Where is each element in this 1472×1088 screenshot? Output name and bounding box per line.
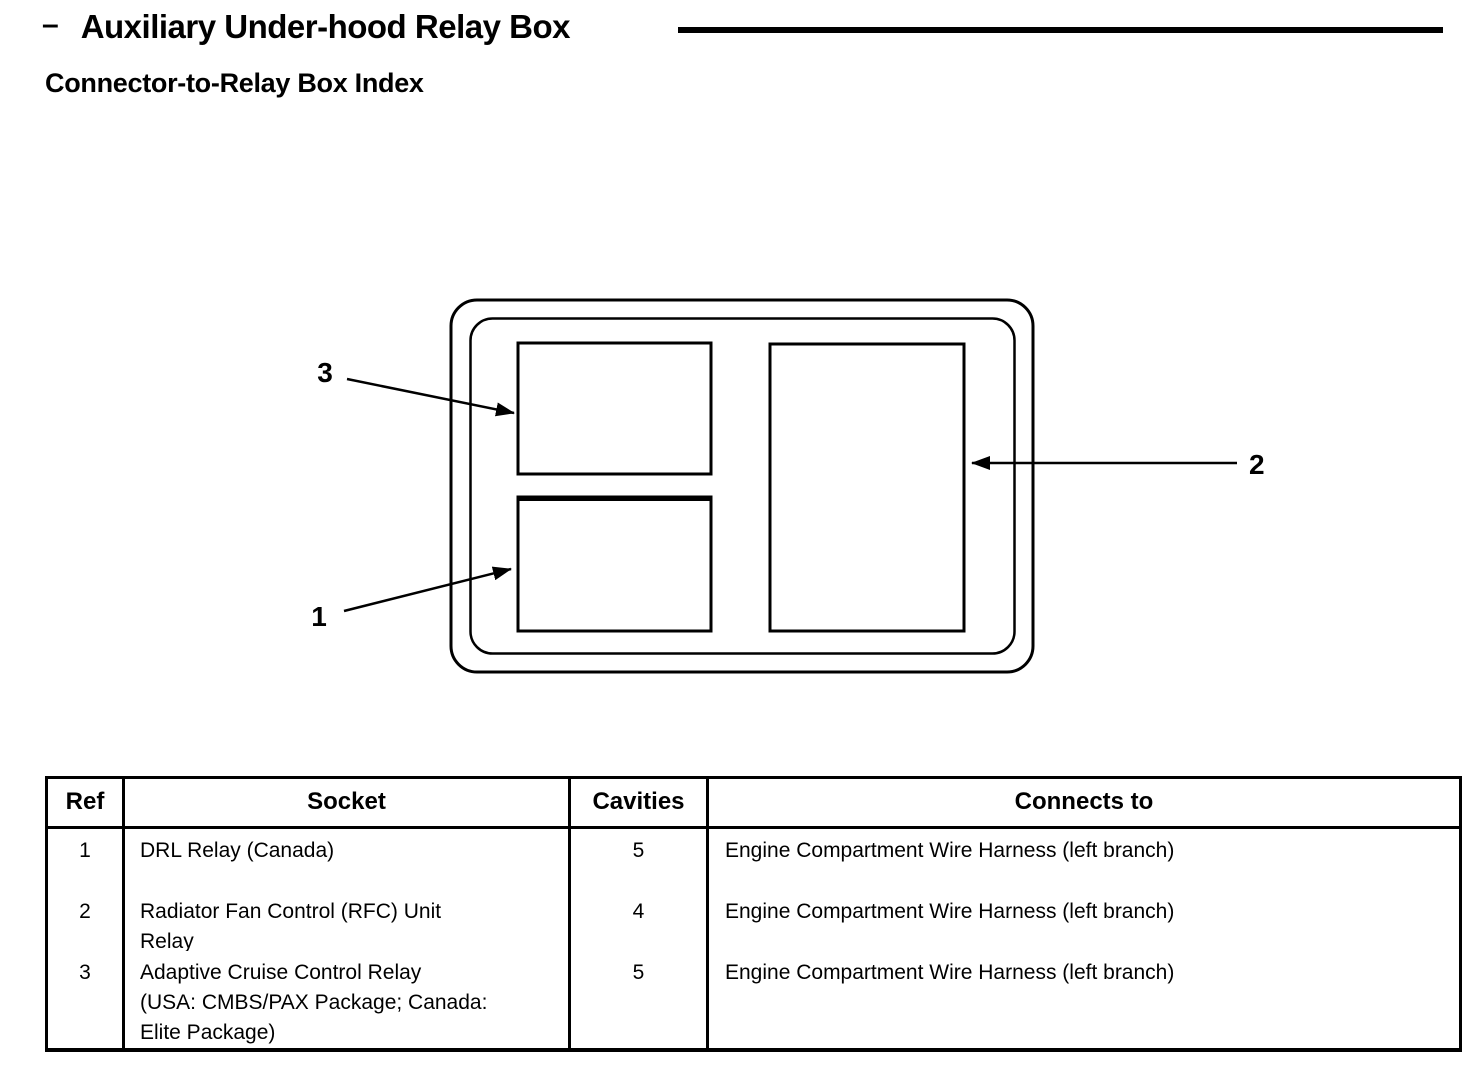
title-rule	[678, 27, 1443, 33]
callout-1-label: 1	[311, 601, 327, 632]
socket-line: Radiator Fan Control (RFC) Unit	[140, 900, 442, 923]
table-row-connects-to: Engine Compartment Wire Harness (left br…	[725, 961, 1175, 984]
callout-3-arrow	[346, 377, 515, 417]
relay-box-diagram: 3 1 2	[311, 298, 1265, 674]
table-row-cavities: 4	[571, 890, 709, 951]
title-dash: –	[42, 8, 59, 41]
socket-line: (USA: CMBS/PAX Package; Canada:	[140, 991, 488, 1014]
table-row-ref: 3	[48, 951, 125, 1048]
page-title: Auxiliary Under-hood Relay Box	[80, 8, 571, 45]
socket-line: Adaptive Cruise Control Relay	[140, 961, 422, 984]
socket-1-rect	[516, 495, 713, 633]
relay-box-inner-outline	[469, 317, 1016, 655]
header-ref: Ref	[48, 779, 125, 826]
table-row-connects-to: Engine Compartment Wire Harness (left br…	[725, 839, 1175, 862]
table-row-socket: Adaptive Cruise Control Relay (USA: CMBS…	[125, 951, 571, 1048]
header-connects-to: Connects to	[1014, 788, 1154, 815]
section-subtitle: Connector-to-Relay Box Index	[45, 68, 424, 98]
table-row-socket: Radiator Fan Control (RFC) Unit Relay	[125, 890, 571, 951]
callout-3-label: 3	[317, 357, 333, 388]
table-row-socket: DRL Relay (Canada)	[125, 829, 571, 890]
table-row-ref: 2	[48, 890, 125, 951]
callout-2-label: 2	[1249, 449, 1265, 480]
relay-box-outer-outline	[449, 298, 1035, 674]
socket-3-rect	[516, 341, 713, 476]
socket-line: Relay	[140, 930, 194, 951]
section-title-row: – Auxiliary Under-hood Relay Box	[42, 8, 570, 46]
table-header-row: Ref Socket Cavities Connects to	[48, 779, 1459, 829]
connector-index-table: Ref Socket Cavities Connects to 1 DRL Re…	[45, 776, 1462, 1052]
callout-1-arrow	[343, 566, 512, 613]
table-row-connects-to: Engine Compartment Wire Harness (left br…	[725, 900, 1175, 923]
table-row-cavities: 5	[571, 829, 709, 890]
table-row-cavities: 5	[571, 951, 709, 1048]
header-cavities: Cavities	[571, 779, 709, 826]
table-body: 1 DRL Relay (Canada) 5 Engine Compartmen…	[48, 829, 1459, 1048]
table-row-ref: 1	[48, 829, 125, 890]
header-socket: Socket	[125, 779, 571, 826]
socket-line: Elite Package)	[140, 1021, 276, 1044]
socket-2-rect	[768, 342, 966, 633]
socket-line: DRL Relay (Canada)	[140, 839, 335, 862]
